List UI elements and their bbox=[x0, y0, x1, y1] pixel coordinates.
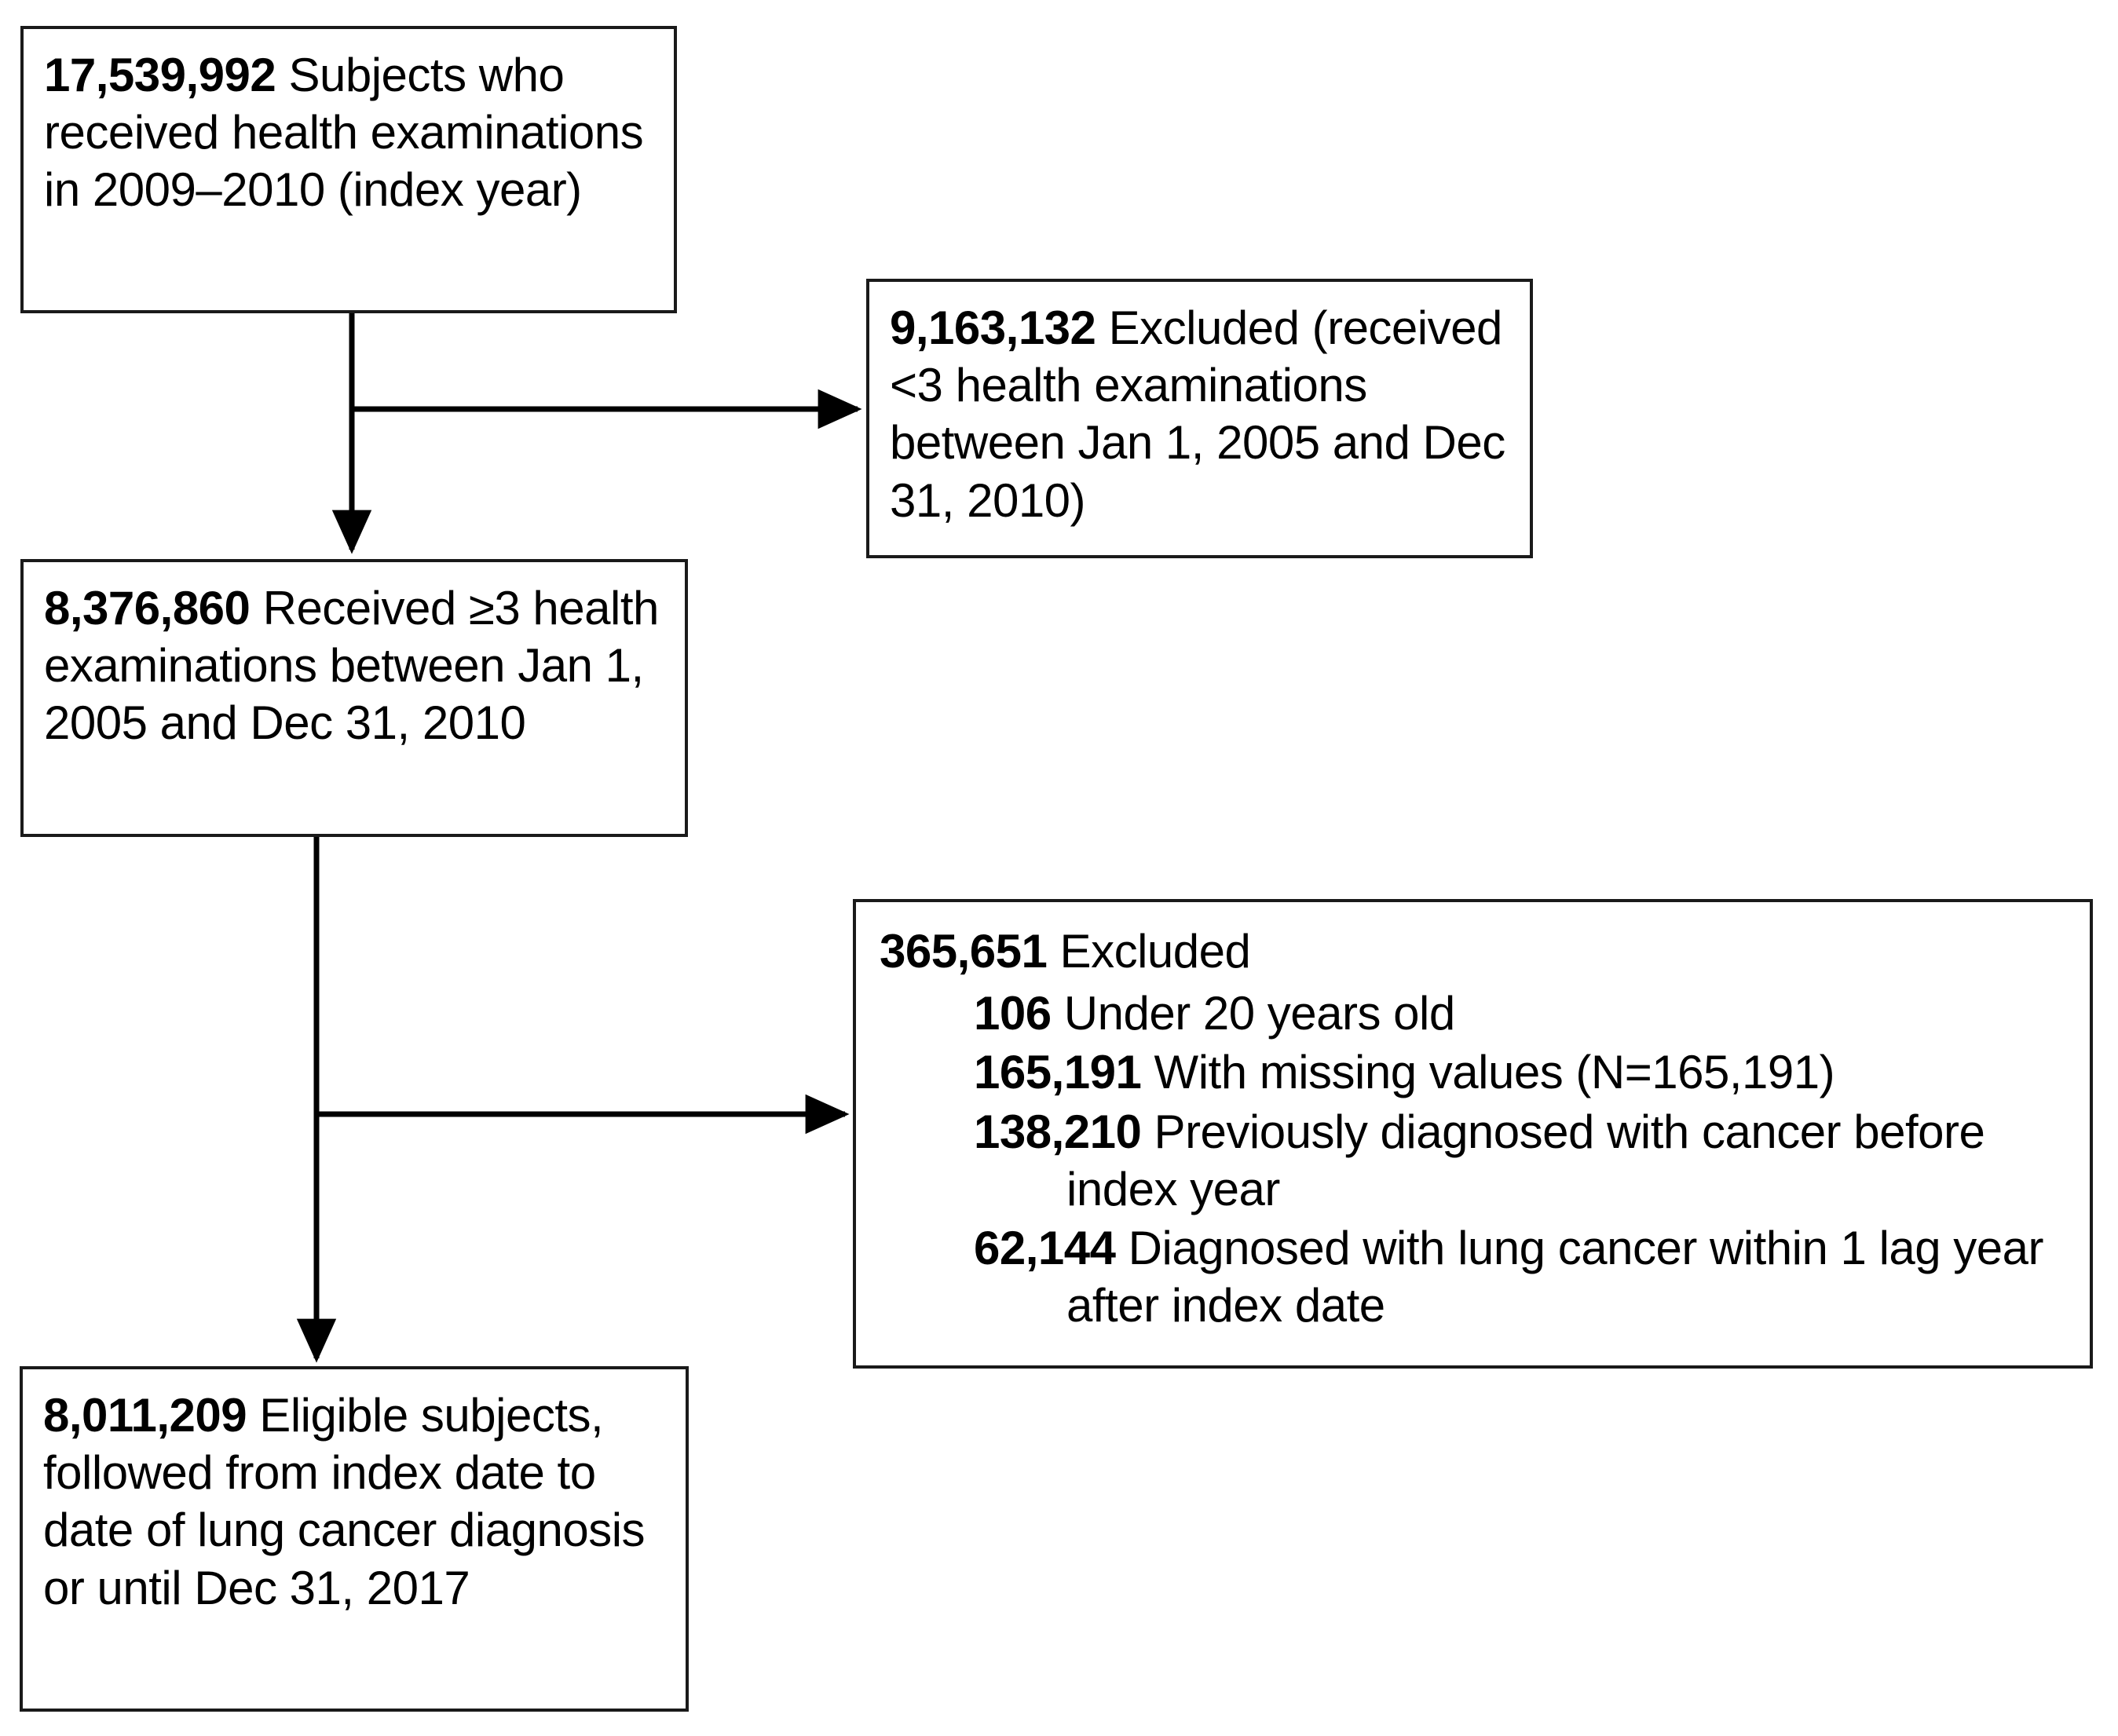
node-exclusion-first-text: Excluded (received <3 health examination… bbox=[890, 302, 1505, 527]
exclusion-reason-item: 62,144 Diagnosed with lung cancer within… bbox=[880, 1219, 2074, 1334]
exclusion-reason-count: 62,144 bbox=[974, 1221, 1116, 1274]
node-stage-two-count: 8,376,860 bbox=[44, 582, 251, 634]
node-source-population: 17,539,992 Subjects who received health … bbox=[20, 26, 677, 313]
node-exclusion-first-count: 9,163,132 bbox=[890, 302, 1096, 354]
node-exclusion-first: 9,163,132 Excluded (received <3 health e… bbox=[866, 279, 1533, 558]
exclusion-reason-item: 106 Under 20 years old bbox=[880, 985, 2074, 1042]
node-stage-two-population: 8,376,860 Received ≥3 health examination… bbox=[20, 559, 688, 837]
node-exclusion-second-count: 365,651 bbox=[880, 925, 1048, 978]
exclusion-reason-item: 138,210 Previously diagnosed with cancer… bbox=[880, 1103, 2074, 1218]
exclusion-reason-item: 165,191 With missing values (N=165,191) bbox=[880, 1043, 2074, 1101]
exclusion-reason-text: With missing values (N=165,191) bbox=[1141, 1046, 1835, 1099]
exclusion-reason-text: Diagnosed with lung cancer within 1 lag … bbox=[1066, 1221, 2044, 1332]
exclusion-reason-count: 165,191 bbox=[974, 1046, 1142, 1099]
exclusion-reason-list: 106 Under 20 years old 165,191 With miss… bbox=[880, 985, 2074, 1334]
node-exclusion-second-header: 365,651 Excluded bbox=[880, 923, 2074, 980]
node-source-count: 17,539,992 bbox=[44, 49, 276, 101]
exclusion-reason-text: Under 20 years old bbox=[1051, 987, 1455, 1040]
exclusion-reason-text: Previously diagnosed with cancer before … bbox=[1066, 1105, 1985, 1215]
node-eligible-cohort: 8,011,209 Eligible subjects, followed fr… bbox=[20, 1366, 689, 1712]
node-eligible-count: 8,011,209 bbox=[43, 1389, 247, 1442]
exclusion-reason-count: 106 bbox=[974, 987, 1052, 1040]
node-eligible-text: Eligible subjects, followed from index d… bbox=[43, 1389, 646, 1614]
node-exclusion-second: 365,651 Excluded 106 Under 20 years old … bbox=[853, 899, 2093, 1369]
node-exclusion-second-text: Excluded bbox=[1047, 925, 1251, 978]
node-stage-two-text: Received ≥3 health examinations between … bbox=[44, 582, 659, 750]
exclusion-reason-count: 138,210 bbox=[974, 1105, 1142, 1158]
node-source-text: Subjects who received health examination… bbox=[44, 49, 644, 217]
